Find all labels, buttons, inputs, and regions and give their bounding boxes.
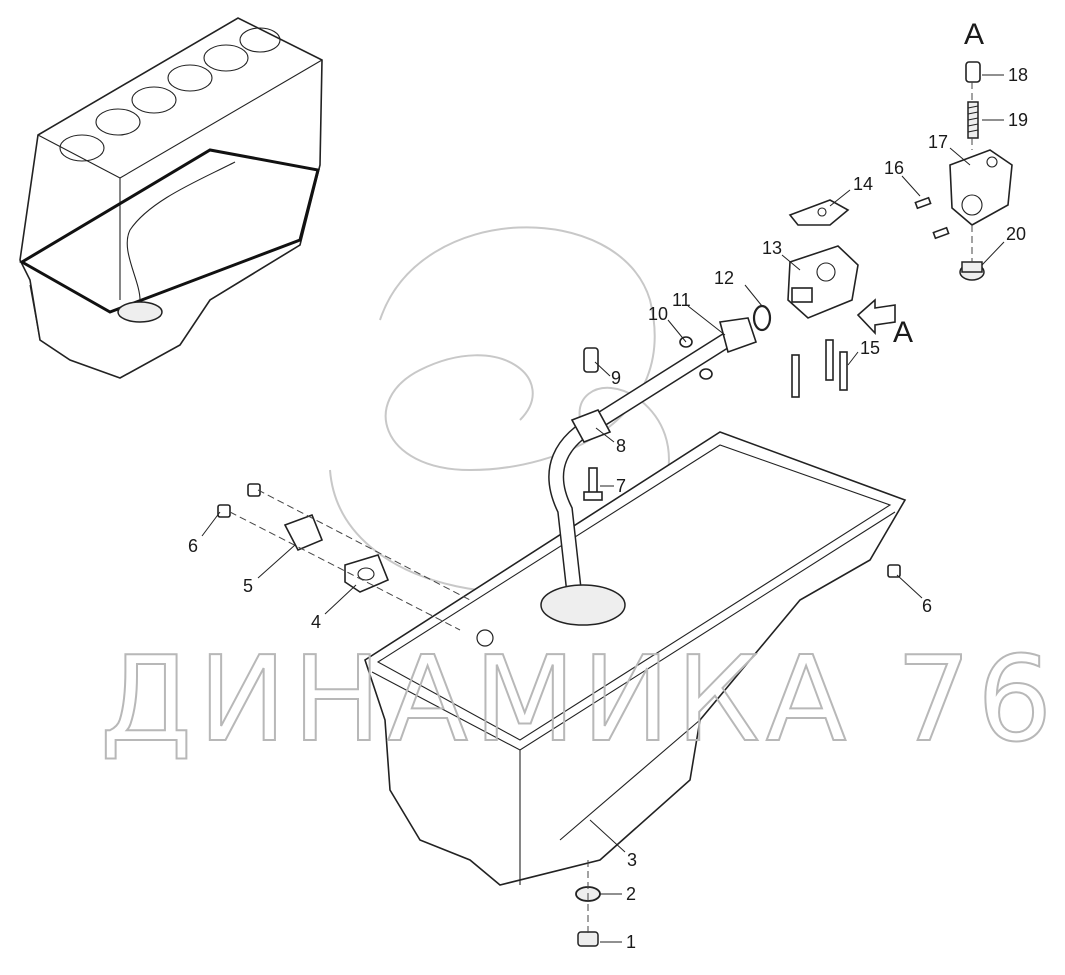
part-number-10: 10	[648, 304, 668, 324]
view-arrow-label: A	[893, 316, 913, 349]
part-number-2: 2	[626, 884, 636, 904]
dowel-16b	[932, 226, 950, 240]
part-number-7: 7	[616, 476, 626, 496]
part-numbers: 1 2 3 4 5 6 6 7 8 9 10 11 12 13 14 15 16…	[188, 65, 1028, 952]
assembly-line-left	[229, 489, 471, 631]
drain-plug-1	[577, 931, 599, 947]
plug-18	[965, 61, 981, 83]
bracket-8	[570, 409, 612, 443]
valve-housing-17	[949, 149, 1013, 226]
gasket-4	[344, 554, 390, 593]
bolt-9	[583, 347, 599, 373]
part-number-16: 16	[884, 158, 904, 178]
spring-19	[967, 101, 979, 139]
gasket-14	[788, 199, 850, 226]
bolt-7	[583, 467, 603, 501]
part-number-8: 8	[616, 436, 626, 456]
part-number-19: 19	[1008, 110, 1028, 130]
part-number-4: 4	[311, 612, 321, 632]
watermark-text: ДИНАМИКА 76	[100, 630, 1058, 768]
part-number-6a: 6	[188, 536, 198, 556]
part-number-6b: 6	[922, 596, 932, 616]
part-number-17: 17	[928, 132, 948, 152]
part-number-1: 1	[626, 932, 636, 952]
part-number-14: 14	[853, 174, 873, 194]
cover-5	[283, 513, 324, 552]
engine-block	[19, 17, 323, 379]
bolt-6b	[247, 483, 261, 497]
bolt-6a	[217, 504, 231, 518]
part-number-5: 5	[243, 576, 253, 596]
part-number-11: 11	[672, 290, 691, 310]
cap-20	[959, 261, 985, 281]
view-label: A	[964, 18, 984, 51]
part-number-3: 3	[627, 850, 637, 870]
leader-lines	[201, 74, 1005, 943]
dowel-16a	[914, 196, 932, 210]
nut-10b	[699, 368, 713, 380]
part-number-18: 18	[1008, 65, 1028, 85]
part-number-9: 9	[611, 368, 621, 388]
housing-13	[787, 245, 859, 319]
oil-pan	[364, 431, 907, 886]
bolt-6c	[887, 564, 901, 578]
part-number-20: 20	[1006, 224, 1026, 244]
o-ring-12	[752, 304, 772, 332]
part-number-13: 13	[762, 238, 782, 258]
view-arrow	[856, 298, 896, 336]
bolts-15	[791, 339, 848, 398]
part-number-15: 15	[860, 338, 880, 358]
part-number-12: 12	[714, 268, 734, 288]
